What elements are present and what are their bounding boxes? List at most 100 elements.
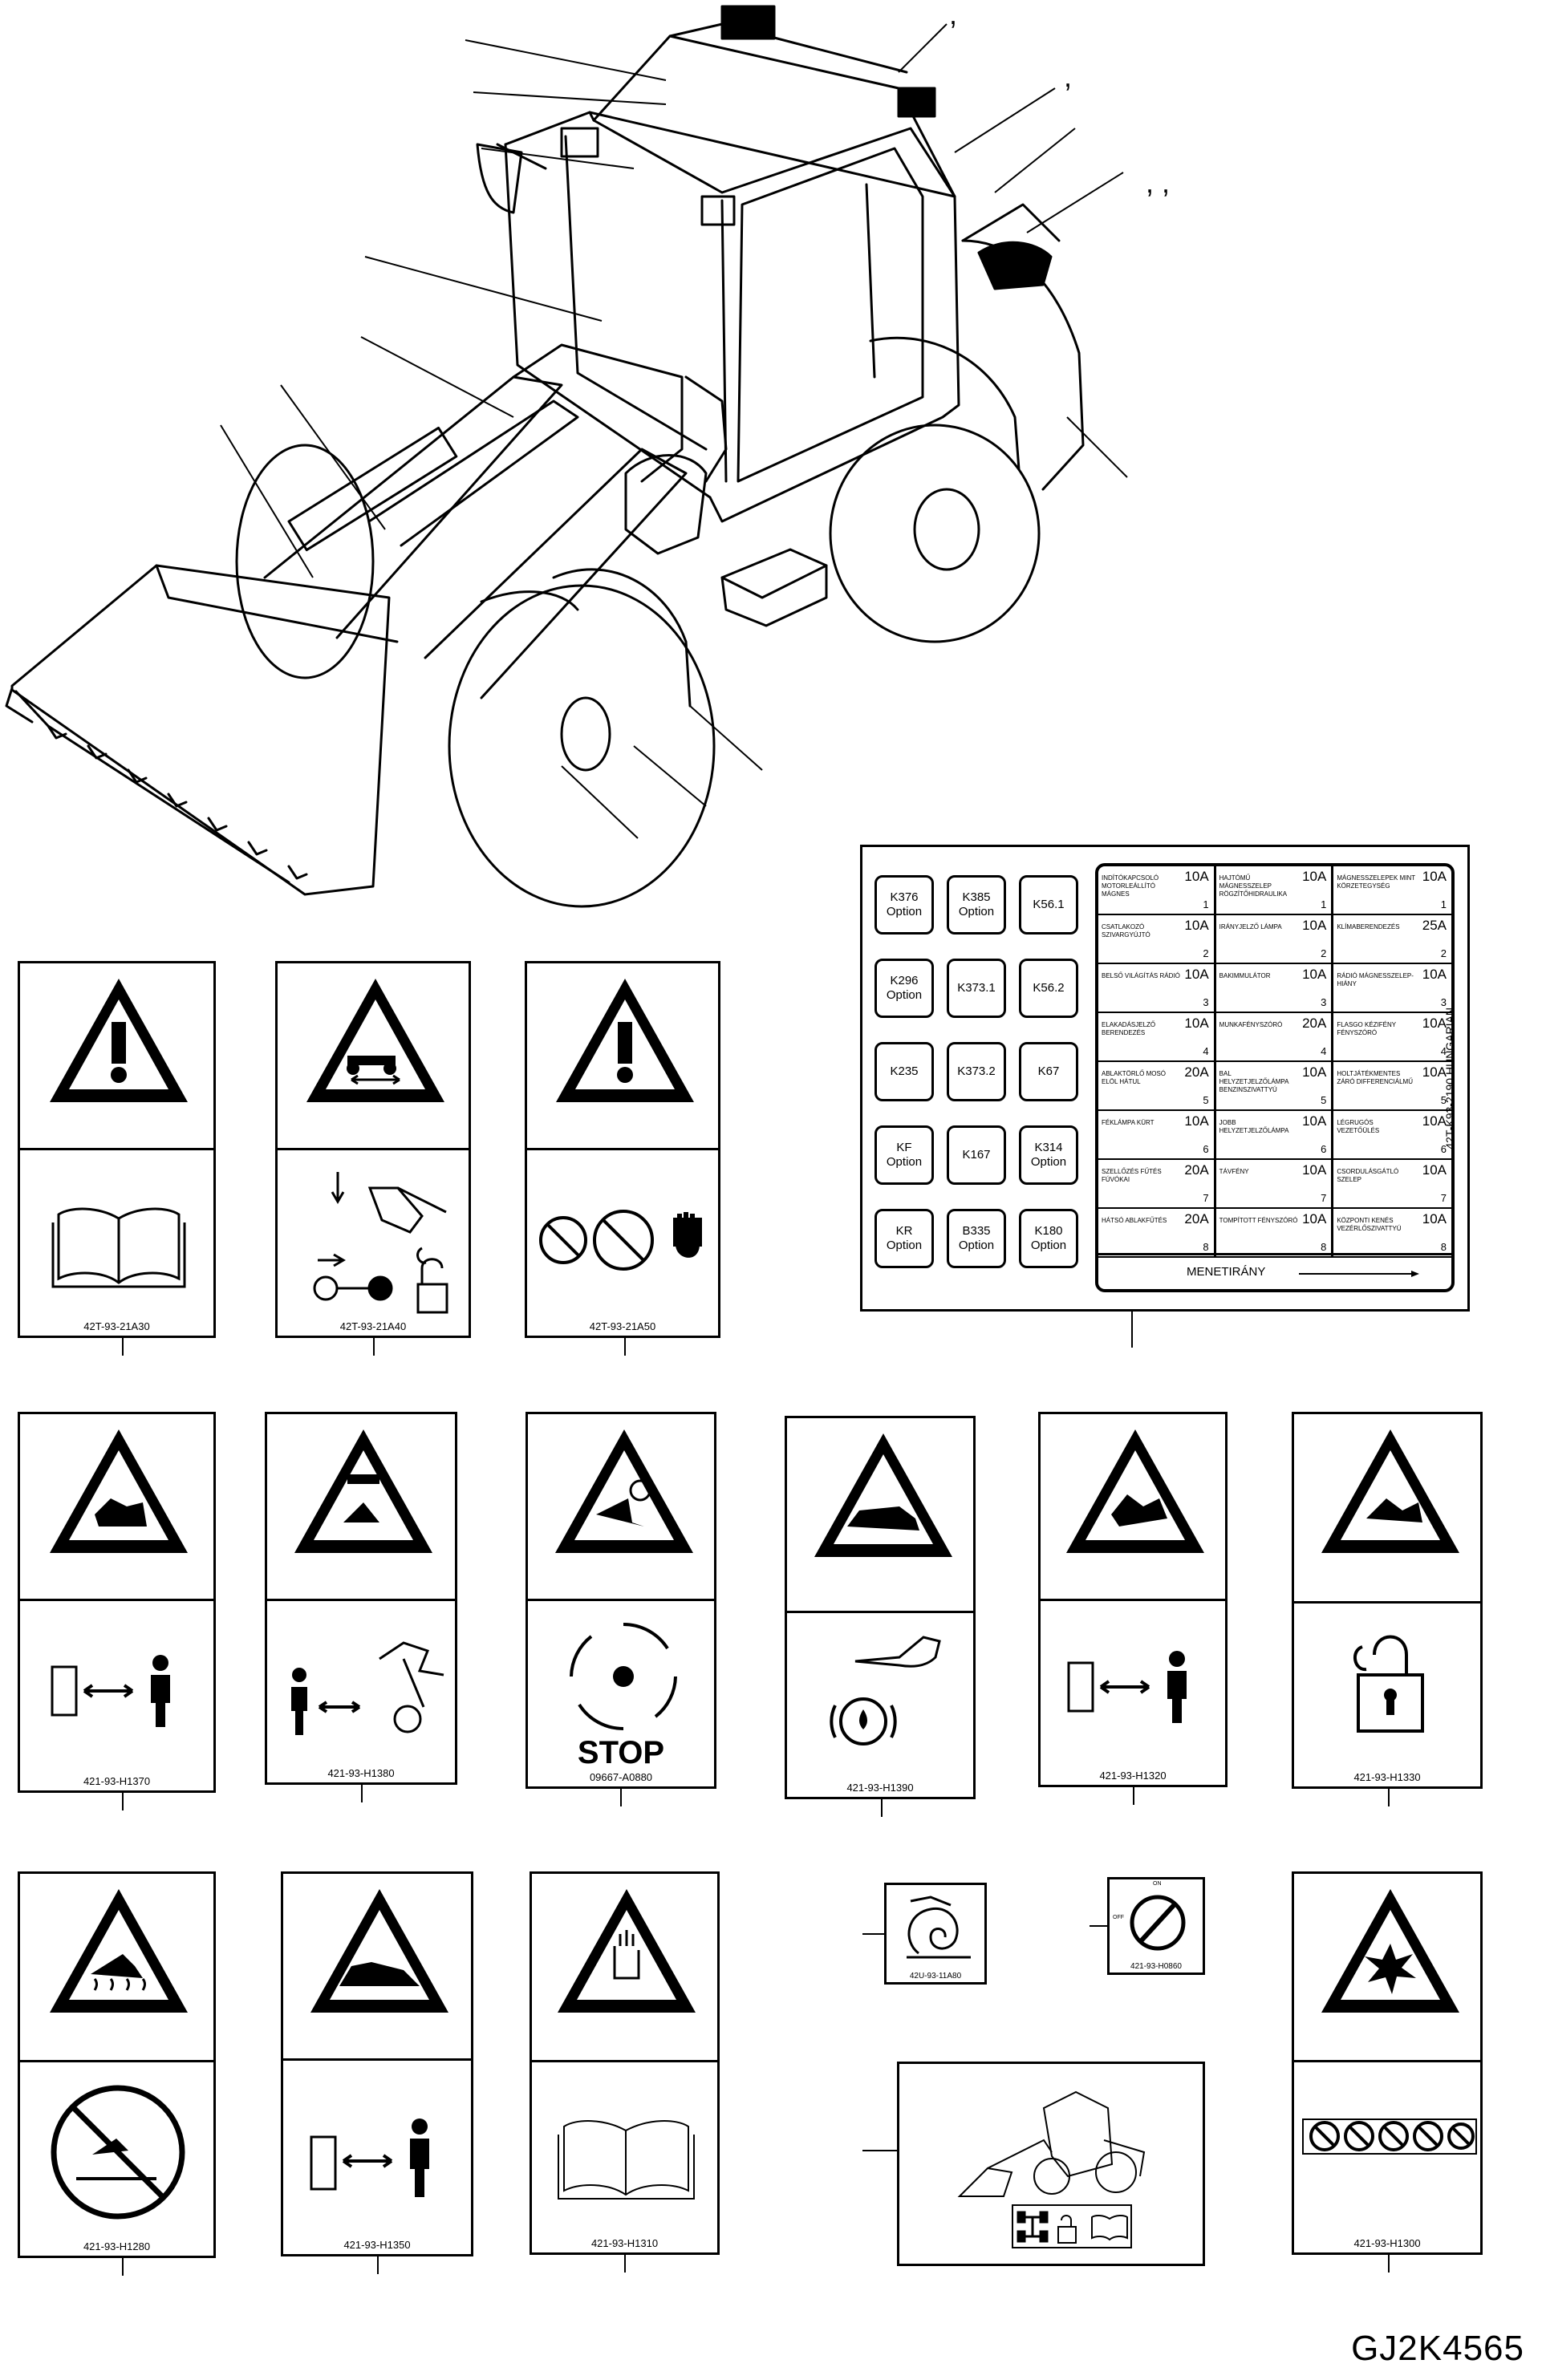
unlock-icon <box>1057 2215 1077 2244</box>
fuse-description: MUNKAFÉNYSZÓRÓ <box>1219 1021 1283 1028</box>
fuse-description: KÖZPONTI KENÉS VEZÉRLŐSZIVATTYÚ <box>1337 1217 1402 1232</box>
fuse-index: 7 <box>1203 1192 1209 1204</box>
leader-line <box>1090 1925 1107 1927</box>
arm-distance-icon <box>291 1641 444 1735</box>
open-book-icon <box>51 1207 186 1288</box>
machine-warning-icon <box>814 1433 952 1557</box>
wheel-loader-drawing: , , , , <box>5 0 1170 908</box>
fuse-description: ELAKADÁSJELZŐ BERENDEZÉS <box>1102 1021 1156 1036</box>
direction-label: MENETIRÁNY <box>1187 1265 1266 1279</box>
leader-line <box>862 2150 897 2151</box>
unlock-icon <box>1353 1635 1424 1733</box>
label-hose-spring: 42U-93-11A80 <box>884 1883 987 1985</box>
fuse-description: TOMPÍTOTT FÉNYSZÓRÓ <box>1219 1217 1298 1224</box>
warning-triangle-icon <box>50 979 188 1102</box>
label-stop-engine: STOP 09667-A0880 <box>525 1412 716 1789</box>
fuse-index: 4 <box>1440 1045 1447 1057</box>
relay-option: Option <box>886 905 923 918</box>
part-number: 421-93-H1330 <box>1353 1771 1421 1783</box>
relay-code: KF <box>896 1141 912 1154</box>
fuse-description: HOLTJÁTÉKMENTES ZÁRÓ DIFFERENCIÁLMŰ <box>1337 1070 1413 1085</box>
relay-option: Option <box>1030 1239 1067 1252</box>
articulation-warning-icon <box>1066 1429 1204 1553</box>
hot-surface-warning-icon <box>50 1889 188 2013</box>
relay-code: K180 <box>1034 1224 1063 1238</box>
relay-option: Option <box>886 1155 923 1169</box>
relay-option: Option <box>958 905 995 918</box>
part-number: 42U-93-11A80 <box>909 1972 962 1981</box>
keep-distance-icon <box>310 2118 429 2197</box>
part-number: 421-93-H1370 <box>83 1775 151 1787</box>
leader-line <box>373 1338 375 1356</box>
articulation-warning-icon <box>1321 1429 1459 1553</box>
comma-mark-1: , <box>949 0 957 30</box>
machine-warning-icon <box>310 1889 448 2013</box>
label-battery-switch: ON OFF 421-93-H0860 <box>1107 1877 1205 1975</box>
relay-code: K376 <box>890 890 919 904</box>
part-number: 421-93-H0860 <box>1130 1962 1182 1971</box>
leader-line <box>624 2255 626 2273</box>
fuse-rating: 10A <box>1422 869 1447 884</box>
fuse-index: 2 <box>1321 947 1327 959</box>
fuse-index: 5 <box>1321 1094 1327 1106</box>
comma-mark-2: , <box>1064 60 1072 93</box>
switch-on-text: ON <box>1153 1881 1162 1887</box>
label-explosion-hazard: 421-93-H1300 <box>1292 1871 1483 2255</box>
part-number: 09667-A0880 <box>589 1771 653 1783</box>
fuse-index: 3 <box>1440 996 1447 1008</box>
relay-code: K314 <box>1034 1141 1063 1154</box>
fuse-description: FÉKLÁMPA KÜRT <box>1102 1119 1154 1126</box>
loader-overview-icon <box>957 2090 1146 2197</box>
label-read-manual-hand: 421-93-H1310 <box>530 1871 720 2255</box>
label-brake-fluid: 421-93-H1390 <box>785 1416 976 1799</box>
fuse-rating: 10A <box>1302 967 1327 982</box>
leader-line <box>122 1793 124 1810</box>
explosion-warning-icon <box>1321 1889 1459 2013</box>
label-machine-overview <box>897 2062 1205 2266</box>
fuse-rating: 10A <box>1184 967 1209 982</box>
label-falling-load: 421-93-H1380 <box>265 1412 457 1785</box>
fuse-index: 1 <box>1440 898 1447 910</box>
fuse-description: ABLAKTÖRLŐ MOSÓ ELÖL HÁTUL <box>1102 1070 1167 1085</box>
fuse-rating: 25A <box>1422 918 1447 933</box>
keep-distance-icon <box>1067 1651 1187 1723</box>
fuse-rating: 10A <box>1184 869 1209 884</box>
fuse-description: LÉGRUGÓS VEZETŐÜLÉS <box>1337 1119 1380 1134</box>
fuse-description: CSORDULÁSGÁTLÓ SZELEP <box>1337 1168 1399 1183</box>
keep-distance-icon <box>51 1655 170 1727</box>
label-read-manual: 42T-93-21A30 <box>18 961 216 1338</box>
fuse-cell: IRÁNYJELZŐ LÁMPA 10A 2 <box>1215 915 1334 964</box>
relay-box: K67 <box>1019 1042 1078 1101</box>
no-touch-hot-icon <box>51 2085 185 2220</box>
fuse-rating: 10A <box>1184 1016 1209 1031</box>
open-book-icon <box>558 2120 695 2200</box>
relay-option: Option <box>886 1239 923 1252</box>
fuse-description: RÁDIÓ MÁGNESSZELEP-HIÁNY <box>1337 972 1414 987</box>
stop-text: STOP <box>577 1735 665 1770</box>
fuse-description: IRÁNYJELZŐ LÁMPA <box>1219 923 1282 931</box>
fuse-description: HAJTÓMŰ MÁGNESSZELEP RÖGZÍTŐHIDRAULIKA <box>1219 874 1288 898</box>
relay-box: K56.1 <box>1019 875 1078 935</box>
fuse-rating: 10A <box>1302 1064 1327 1080</box>
fuse-grid: MENETIRÁNY INDÍTÓKAPCSOLÓ MOTORLEÁLLÍTÓ … <box>1095 863 1455 1292</box>
relay-code: K373.1 <box>957 981 996 995</box>
label-articulation-crush: 421-93-H1320 <box>1038 1412 1228 1787</box>
fuse-rating: 10A <box>1422 967 1447 982</box>
crush-warning-icon <box>50 1429 188 1553</box>
fuse-rating: 10A <box>1184 1113 1209 1129</box>
leader-line <box>122 2258 124 2276</box>
fuse-rating: 10A <box>1302 918 1327 933</box>
label-keep-distance-crush: 421-93-H1370 <box>18 1412 216 1793</box>
prohibition-icons <box>539 1210 702 1271</box>
